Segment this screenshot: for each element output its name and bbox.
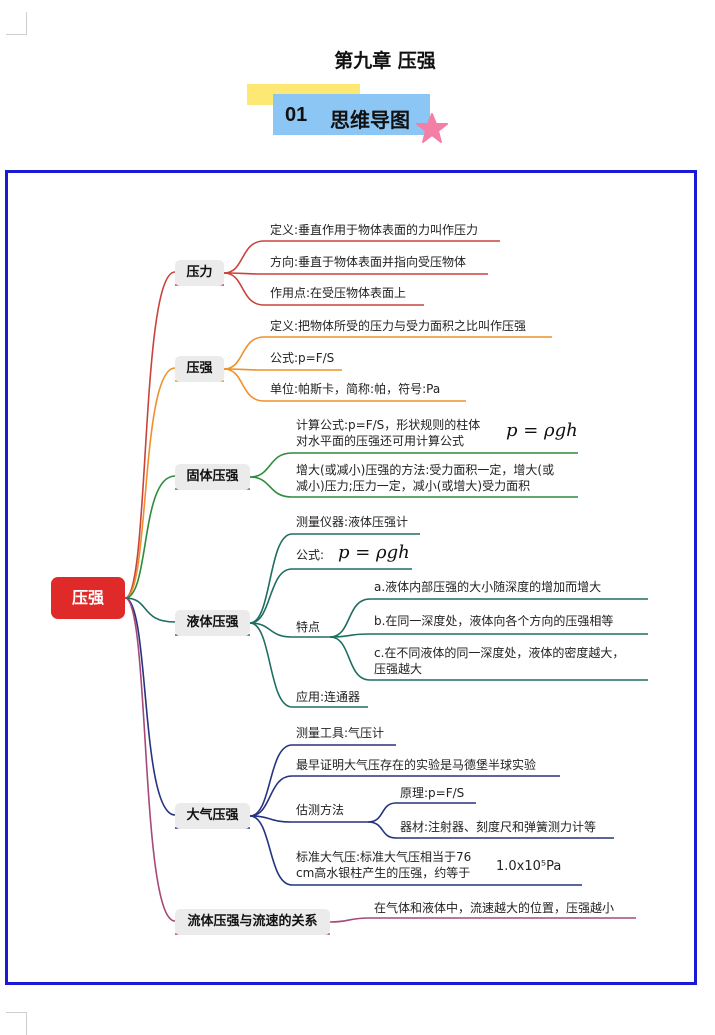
liquid-feature-b: b.在同一深度处，液体向各个方向的压强相等 [374,614,614,628]
solid-method-line1: 增大(或减小)压强的方法:受力面积一定，增大(或 [296,463,555,477]
branch-atmospheric-pressure: 大气压强 [175,803,250,829]
force-direction: 方向:垂直于物体表面并指向受压物体 [270,255,467,269]
liquid-feature-c-line2: 压强越大 [374,662,423,676]
atmos-standard-line2: cm高水银柱产生的压强，约等于 [296,866,471,880]
force-definition: 定义:垂直作用于物体表面的力叫作压力 [270,223,479,237]
branch-force: 压力 [175,260,224,286]
liquid-features-label: 特点 [296,620,321,634]
fluid-relation: 在气体和液体中，流速越大的位置，压强越小 [374,901,615,915]
chapter-title: 第九章 压强 [334,50,436,72]
liquid-application: 应用:连通器 [296,690,361,704]
atmos-principle: 原理:p=F/S [400,786,465,800]
solid-calc-line2: 对水平面的压强还可用计算公式 [296,434,465,448]
pressure-definition: 定义:把物体所受的压力与受力面积之比叫作压强 [270,319,527,333]
pressure-unit: 单位:帕斯卡，简称:帕，符号:Pa [270,382,441,396]
atmos-standard-line1: 标准大气压:标准大气压相当于76 [296,850,472,864]
atmos-standard-value: 1.0x10⁵Pa [496,859,562,874]
branch-pressure: 压强 [175,356,224,382]
branch-fluid-pressure: 流体压强与流速的关系 [175,909,330,935]
liquid-feature-a: a.液体内部压强的大小随深度的增加而增大 [374,580,602,594]
liquid-formula: p = ρgh [338,542,410,563]
subtitle-number: 01 [285,104,308,126]
star-icon [416,113,448,143]
subtitle-highlight-blue [273,94,430,135]
branch-solid-pressure: 固体压强 [175,464,250,490]
atmos-tool: 测量工具:气压计 [296,726,385,740]
pressure-formula: 公式:p=F/S [270,351,335,365]
page-corner-bottom-left [6,1012,27,1035]
force-application-point: 作用点:在受压物体表面上 [270,286,407,300]
atmos-estimate-label: 估测方法 [296,803,345,817]
branch-liquid-pressure: 液体压强 [175,610,250,636]
atmos-equipment: 器材:注射器、刻度尺和弹簧测力计等 [400,820,597,834]
liquid-instrument: 测量仪器:液体压强计 [296,515,409,529]
page-corner-top-left [6,12,27,35]
solid-formula: p = ρgh [506,420,578,441]
liquid-feature-c-line1: c.在不同液体的同一深度处，液体的密度越大， [374,646,625,660]
subtitle-text: 思维导图 [330,108,410,132]
solid-calc-line1: 计算公式:p=F/S，形状规则的柱体 [296,418,481,432]
root-node: 压强 [51,577,125,619]
solid-method-line2: 减小)压力;压力一定，减小(或增大)受力面积 [296,479,531,493]
atmos-experiment: 最早证明大气压存在的实验是马德堡半球实验 [296,758,537,772]
mindmap-frame [5,170,697,985]
liquid-formula-label: 公式: [296,548,325,562]
